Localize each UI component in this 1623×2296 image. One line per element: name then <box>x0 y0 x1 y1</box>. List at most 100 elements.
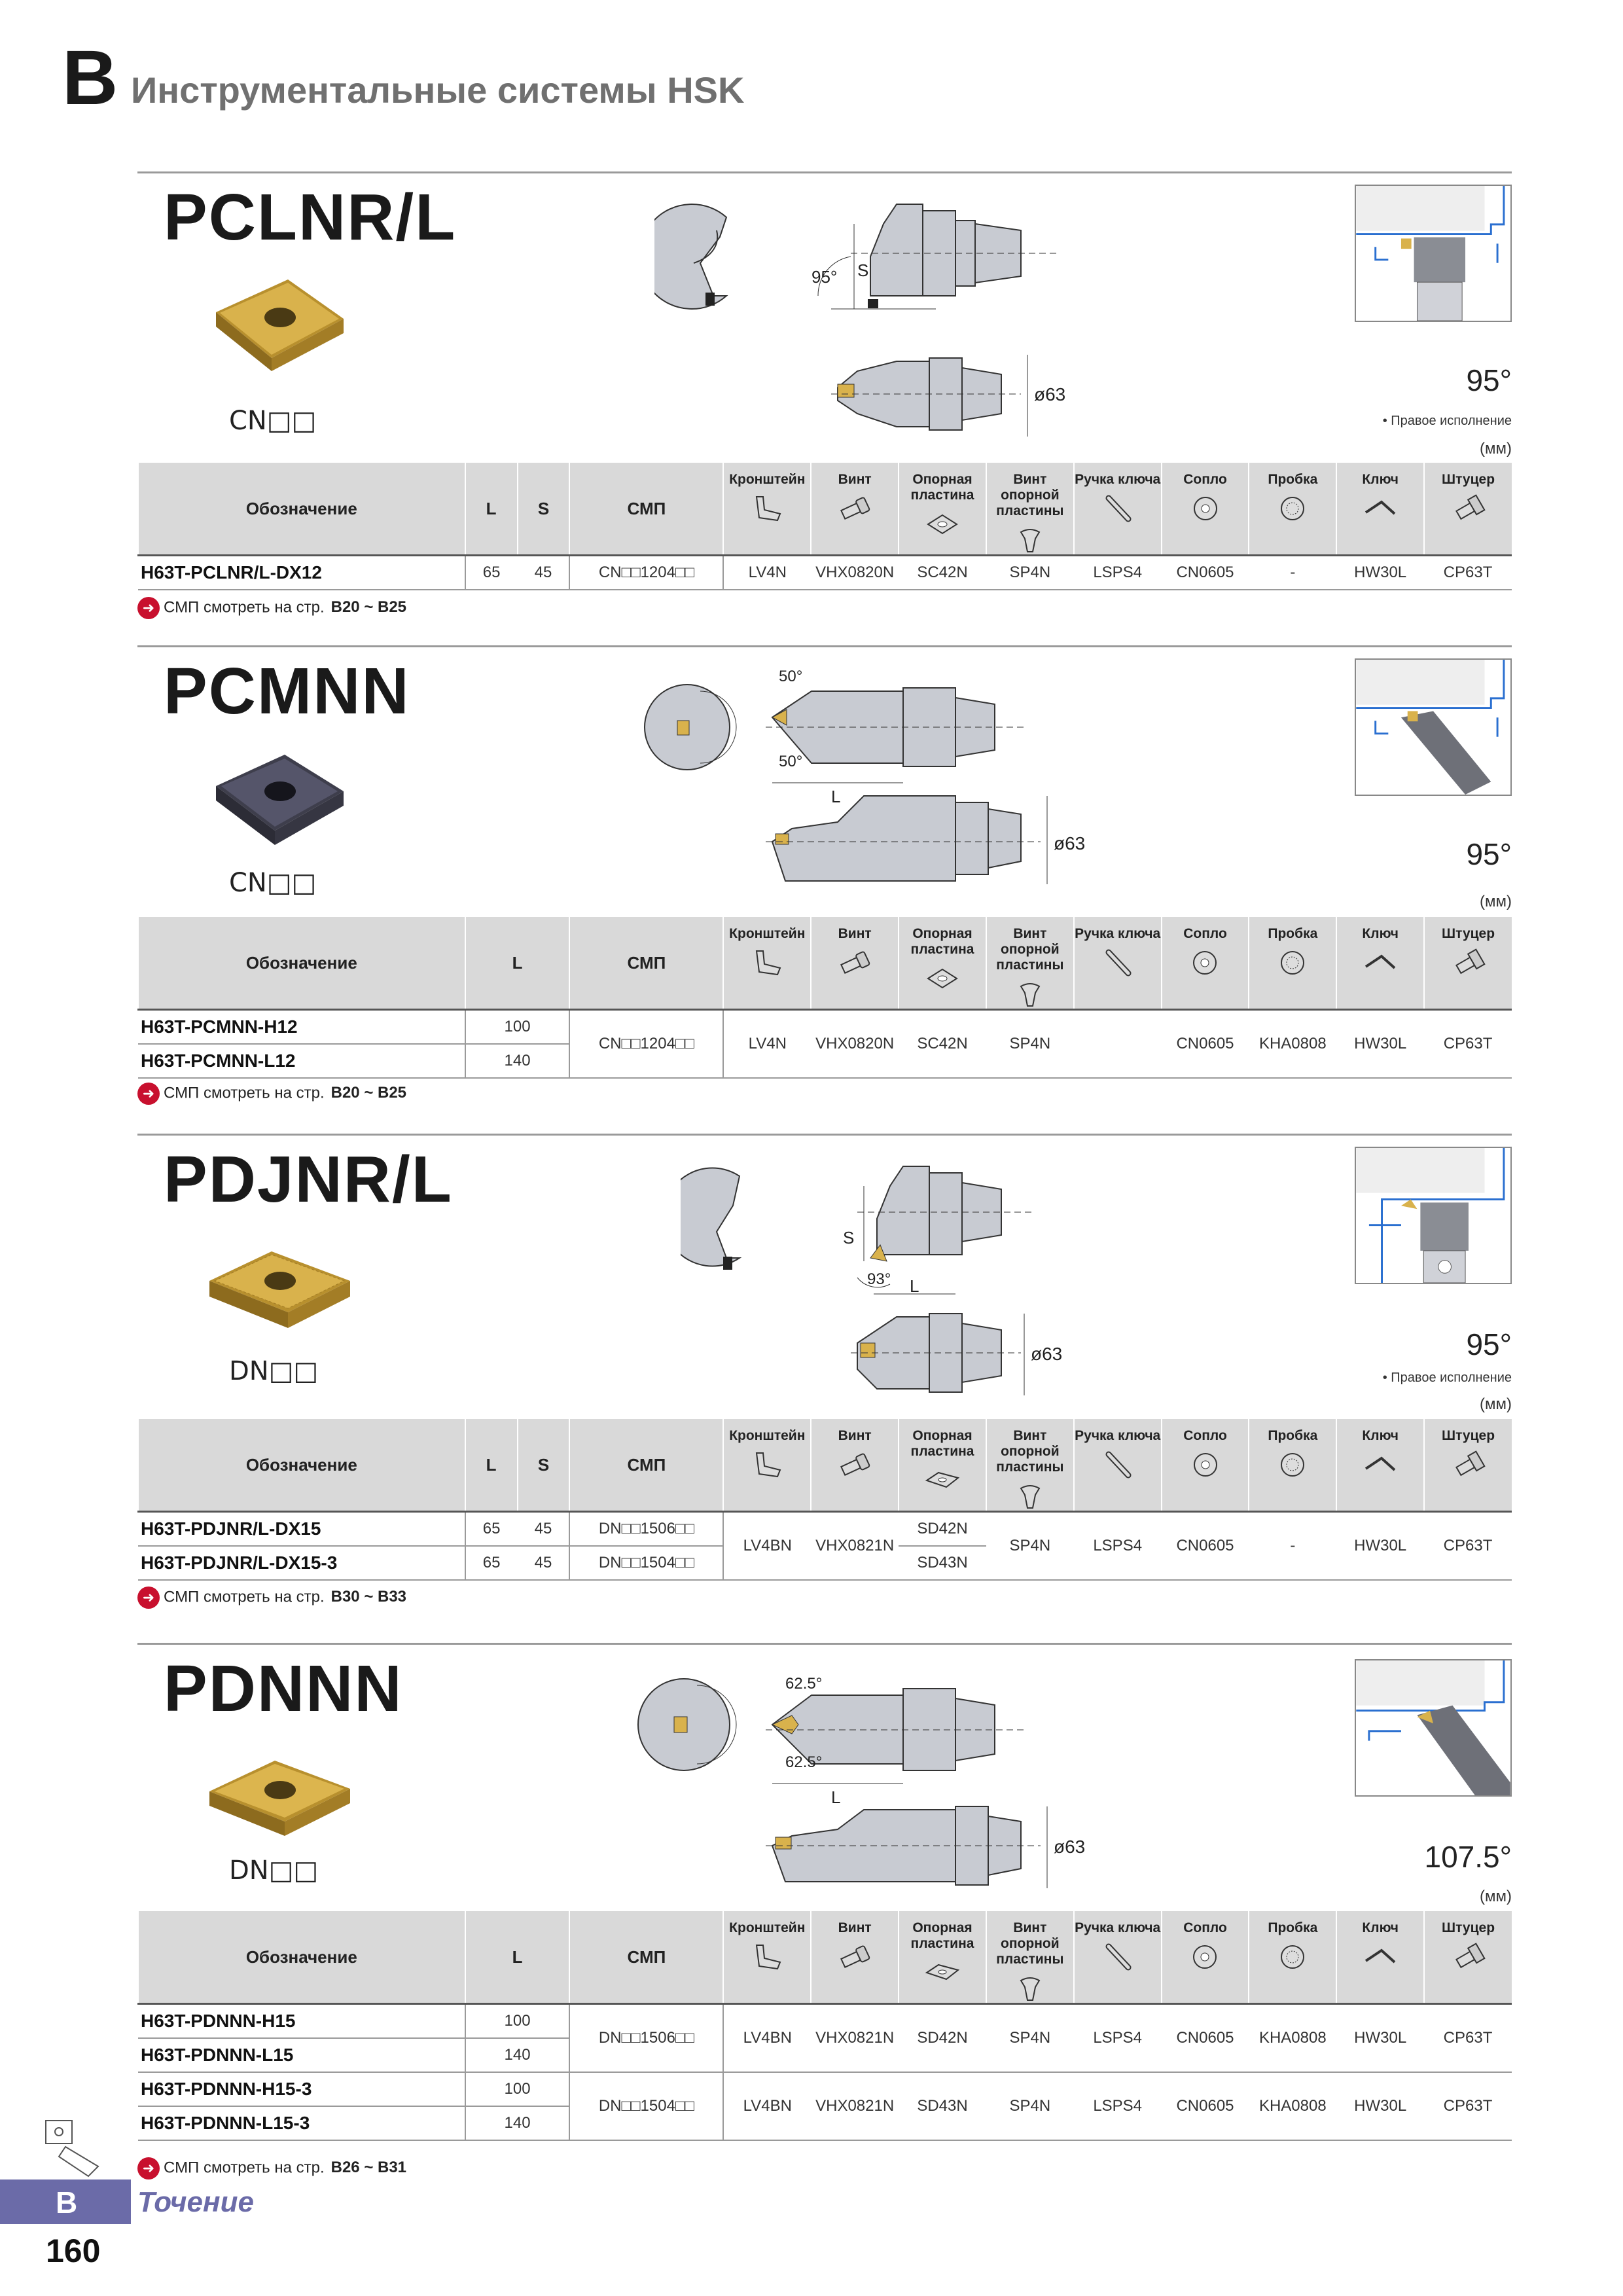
angle-label-2: 50° <box>779 753 802 770</box>
unit-label: (мм) <box>1480 893 1512 910</box>
col-key: Ключ <box>1336 1911 1425 2004</box>
shim-icon <box>925 1964 960 1981</box>
plug-icon <box>1281 497 1305 521</box>
bracket-icon <box>756 496 781 522</box>
shim-icon <box>927 969 958 989</box>
key-handle-icon <box>1105 495 1132 522</box>
section-title: PCMNN <box>164 655 410 728</box>
page-title: Инструментальные системы HSK <box>131 69 745 111</box>
col-nozzle: Сопло <box>1160 1419 1249 1512</box>
nozzle-icon <box>1193 1945 1217 1969</box>
insert-page-reference[interactable]: ➜СМП смотреть на стр.B20 ~ B25 <box>137 597 406 619</box>
hex-key-icon <box>1365 500 1396 515</box>
col-fitting: Штуцер <box>1423 917 1512 1010</box>
table-row: H63T-PCLNR/L-DX12 65 45 CN□□1204□□ LV4N … <box>138 554 1512 590</box>
col-fitting: Штуцер <box>1423 1419 1512 1512</box>
section-pclnr: PCLNR/L CN□□ 95° S L ø63 <box>137 171 1512 669</box>
bracket-icon <box>756 1945 781 1970</box>
fitting-icon <box>1455 948 1486 975</box>
approach-angle: 95° <box>1466 1327 1512 1361</box>
col-l: L <box>464 1911 570 2004</box>
tool-diagram-side: ø63 <box>831 355 1065 437</box>
col-shim: Опорная пластина <box>898 1911 986 2004</box>
arrow-right-icon: ➜ <box>137 1587 160 1609</box>
angle-label: 62.5° <box>785 1675 822 1693</box>
screw-icon <box>840 497 870 520</box>
insert-page-reference[interactable]: ➜СМП смотреть на стр.B26 ~ B31 <box>137 2157 406 2179</box>
turning-icon <box>45 2120 99 2178</box>
section-letter: B <box>62 35 118 121</box>
page-number: 160 <box>46 2233 101 2269</box>
col-insert: СМП <box>569 1911 724 2004</box>
screw-icon <box>840 1945 870 1969</box>
shim-icon <box>927 514 958 535</box>
arrow-right-icon: ➜ <box>137 1083 160 1105</box>
nozzle-icon <box>1193 497 1217 521</box>
insert-page-reference[interactable]: ➜СМП смотреть на стр.B20 ~ B25 <box>137 1083 406 1105</box>
dim-l: L <box>903 314 912 315</box>
hex-key-icon <box>1365 1948 1396 1964</box>
col-key: Ключ <box>1336 463 1425 556</box>
section-pcmnn: PCMNN CN□□ 50° 50° L ø63 95° <box>137 645 1512 1143</box>
key-handle-icon <box>1105 949 1132 977</box>
col-designation: Обозначение <box>137 917 465 1010</box>
col-shim: Опорная пластина <box>898 917 986 1010</box>
spec-table: Обозначение L СМП Кронштейн Винт Опорная… <box>137 917 1512 1079</box>
arrow-right-icon: ➜ <box>137 597 160 619</box>
nozzle-icon <box>1193 1453 1217 1477</box>
col-designation: Обозначение <box>137 1911 465 2004</box>
col-screw: Винт <box>810 463 899 556</box>
spec-table: Обозначение L СМП Кронштейн Винт Опорная… <box>137 1911 1512 2141</box>
section-name: Точение <box>137 2186 254 2218</box>
table-row: H63T-PCMNN-L12 140 <box>138 1043 1512 1079</box>
dim-s: S <box>843 1228 854 1247</box>
dim-d: ø63 <box>1054 833 1085 853</box>
tool-diagram: 62.5° 62.5° L ø63 <box>637 1675 1085 1888</box>
col-bracket: Кронштейн <box>722 1419 812 1512</box>
plug-icon <box>1281 1453 1305 1477</box>
col-s: S <box>516 463 570 556</box>
nozzle-icon <box>1193 951 1217 975</box>
col-nozzle: Сопло <box>1160 1911 1249 2004</box>
insert-image <box>216 279 344 371</box>
unit-label: (мм) <box>1480 440 1512 457</box>
table-row: H63T-PDJNR/L-DX15 65 45 DN□□1506□□ LV4BN… <box>138 1511 1512 1581</box>
insert-image <box>209 1251 350 1328</box>
key-handle-icon <box>1105 1943 1132 1971</box>
spec-table: Обозначение L S СМП Кронштейн Винт Опорн… <box>137 1419 1512 1581</box>
insert-page-reference[interactable]: ➜СМП смотреть на стр.B30 ~ B33 <box>137 1587 406 1609</box>
right-hand-note: • Правое исполнение <box>1382 1371 1512 1385</box>
angle-label: 95° <box>812 267 837 287</box>
fitting-icon <box>1455 1450 1486 1477</box>
tool-diagram: S 93° L ø63 <box>681 1166 1062 1395</box>
tool-diagram-top: 95° S L <box>654 204 1060 315</box>
insert-code: CN□□ <box>229 868 317 898</box>
application-diagram <box>1355 185 1512 322</box>
dim-s: S <box>857 260 868 280</box>
section-title: PDJNR/L <box>164 1143 453 1216</box>
shim-screw-icon <box>1020 983 1041 1007</box>
hex-key-icon <box>1365 954 1396 969</box>
insert-image <box>216 755 344 845</box>
table-row: H63T-PCMNN-H12 100 CN□□1204□□ LV4N VHX08… <box>138 1009 1512 1079</box>
application-diagram <box>1355 1147 1512 1284</box>
unit-label: (мм) <box>1480 1395 1512 1413</box>
shim-screw-icon <box>1020 1485 1041 1509</box>
fitting-icon <box>1455 1943 1486 1969</box>
bracket-icon <box>756 950 781 976</box>
col-insert: СМП <box>569 917 724 1010</box>
col-nozzle: Сопло <box>1160 463 1249 556</box>
col-shim: Опорная пластина <box>898 1419 986 1512</box>
approach-angle: 95° <box>1466 837 1512 871</box>
col-designation: Обозначение <box>137 1419 465 1512</box>
divider <box>137 171 1512 173</box>
col-fitting: Штуцер <box>1423 1911 1512 2004</box>
col-key-handle: Ручка ключа <box>1073 463 1162 556</box>
col-shim-screw: Винт опорной пластины <box>985 917 1074 1010</box>
col-designation: Обозначение <box>137 463 465 556</box>
col-shim-screw: Винт опорной пластины <box>985 463 1074 556</box>
section-pdjnr: PDJNR/L DN□□ S 93° L ø63 <box>137 1134 1512 1631</box>
col-bracket: Кронштейн <box>722 917 812 1010</box>
section-tab[interactable] <box>0 2179 131 2224</box>
col-insert: СМП <box>569 1419 724 1512</box>
